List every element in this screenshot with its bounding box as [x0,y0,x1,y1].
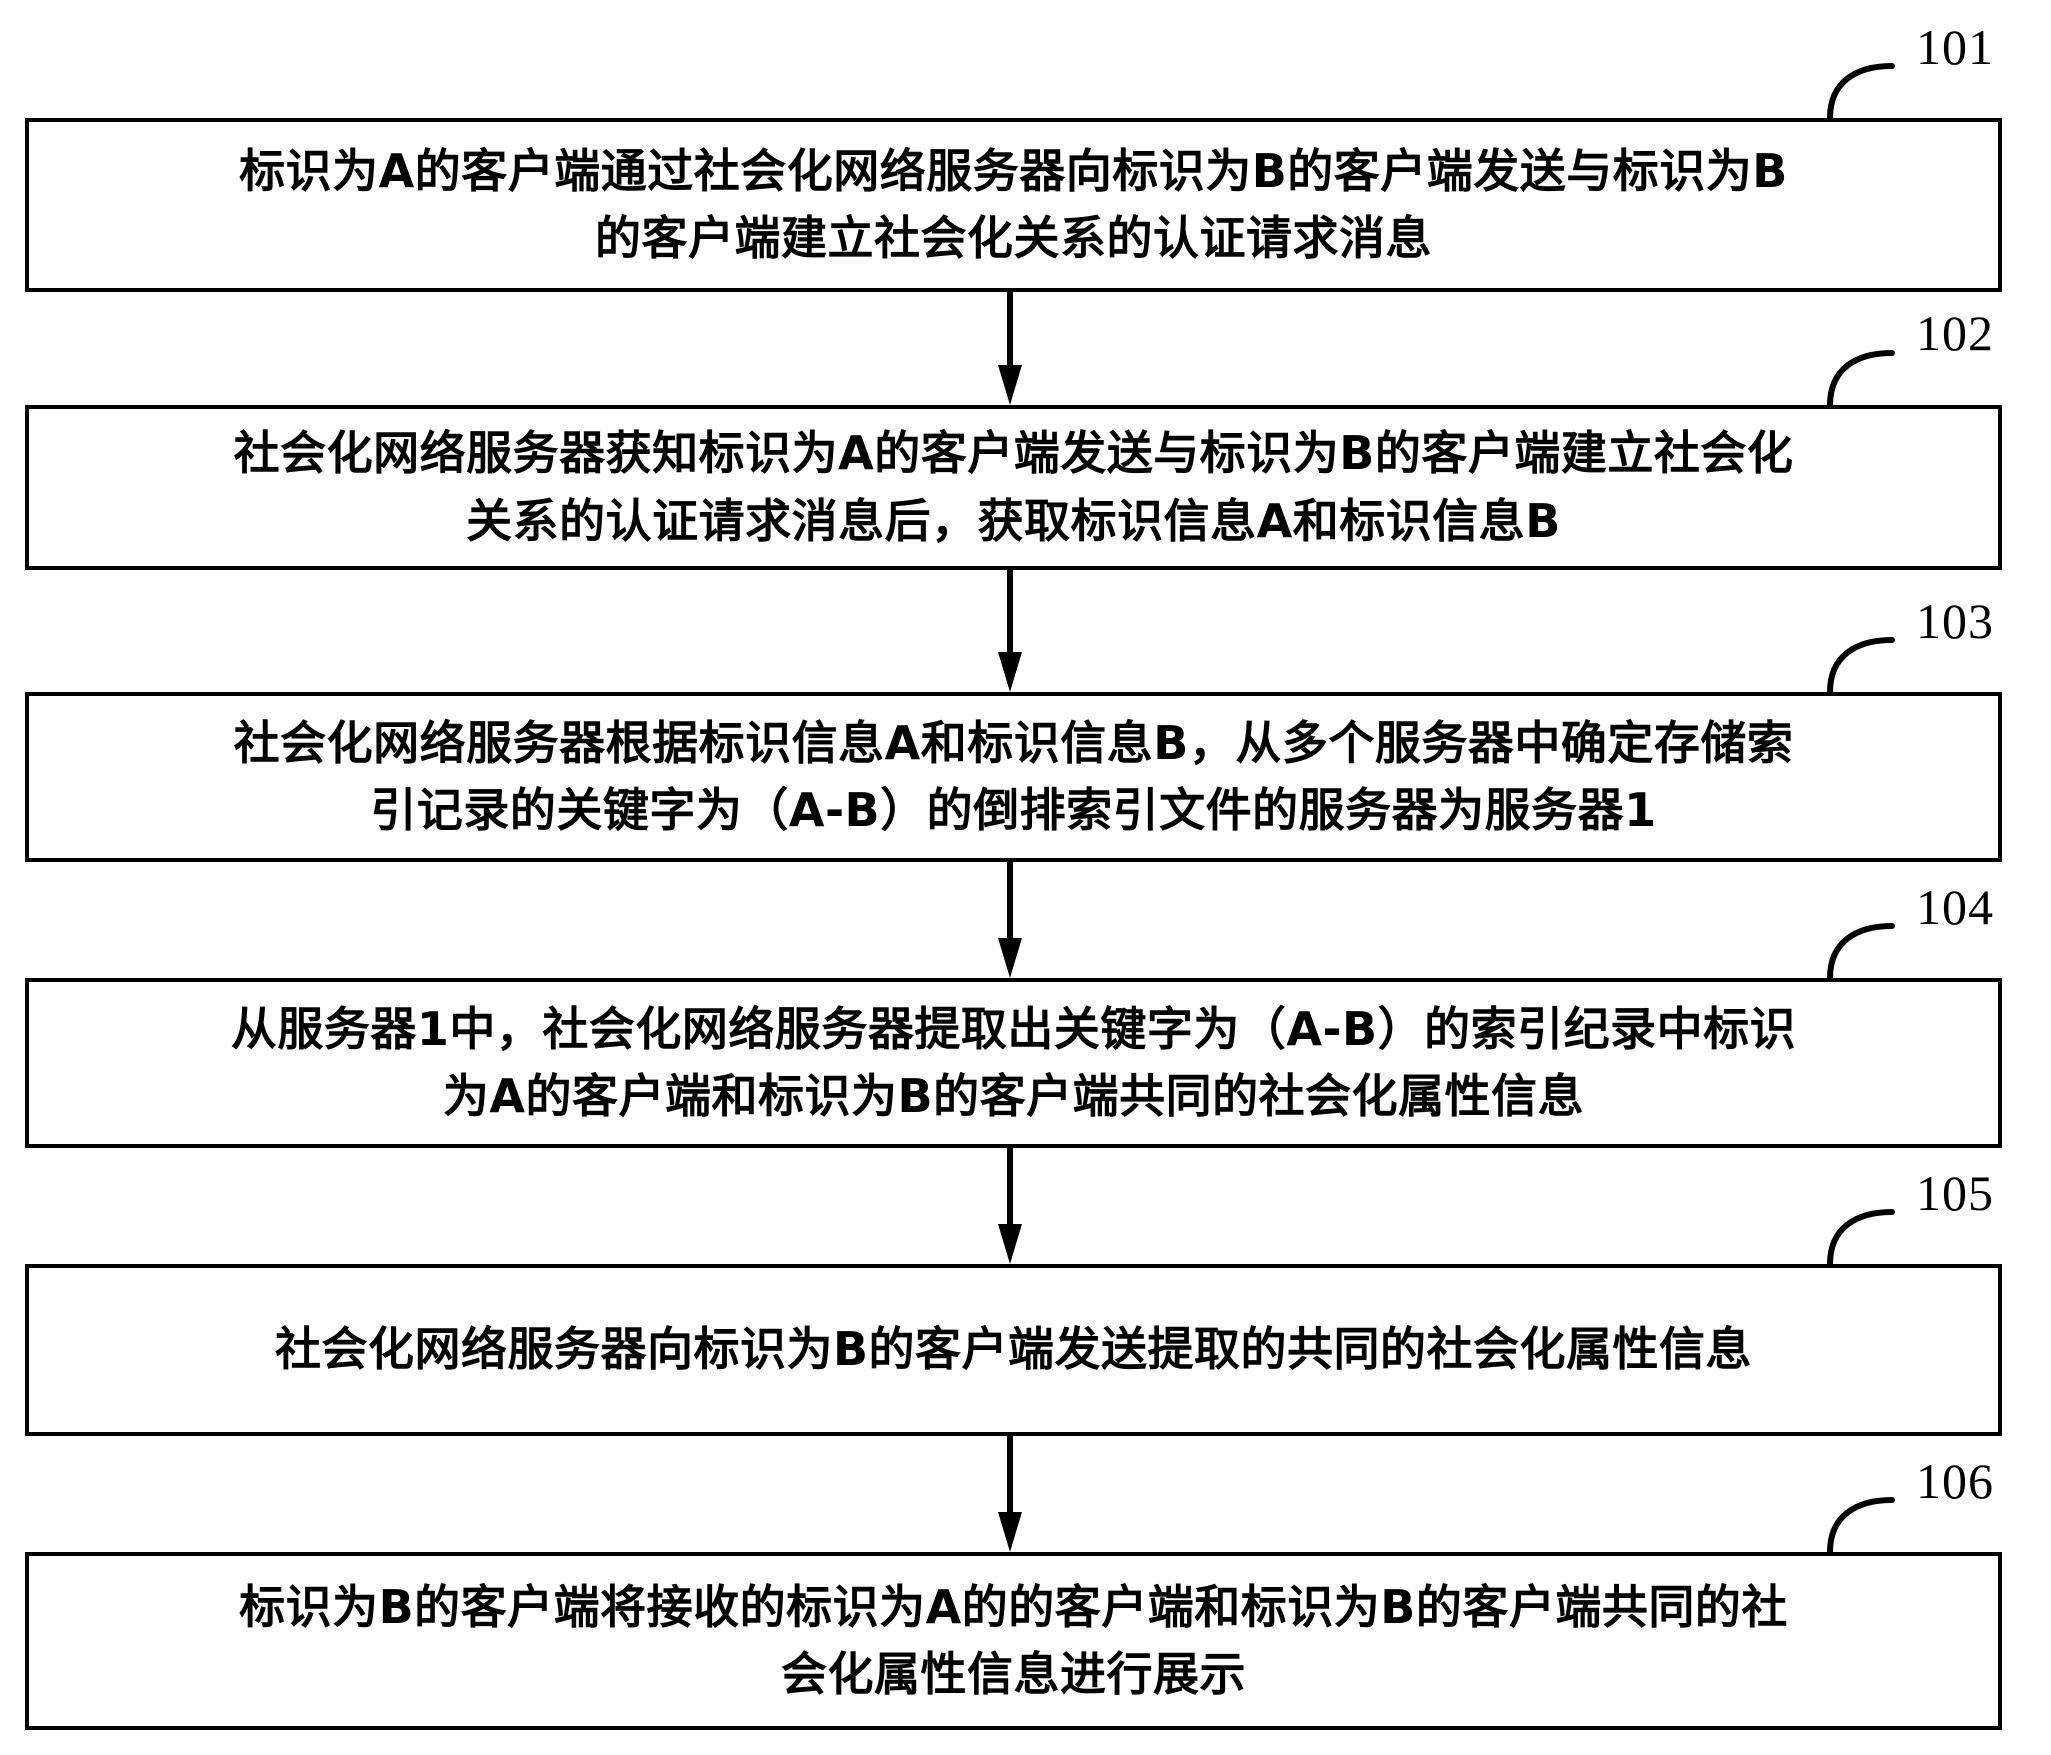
connector-shaft [1007,1148,1013,1226]
step-103-text: 社会化网络服务器根据标识信息A和标识信息B，从多个服务器中确定存储索 引记录的关… [233,715,1794,837]
flowchart-step-102: 社会化网络服务器获知标识为A的客户端发送与标识为B的客户端建立社会化 关系的认证… [25,405,2002,570]
reference-numeral-106: 106 [1916,1453,1994,1509]
connector-104-to-105 [998,1148,1022,1264]
down-arrow-icon [998,938,1022,978]
down-arrow-icon [998,652,1022,692]
step-106-text: 标识为B的客户端将接收的标识为A的的客户端和标识为B的客户端共同的社 会化属性信… [239,1579,1788,1701]
connector-105-to-106 [998,1436,1022,1552]
down-arrow-icon [998,1224,1022,1264]
flowchart-step-101: 标识为A的客户端通过社会化网络服务器向标识为B的客户端发送与标识为B 的客户端建… [25,118,2002,292]
down-arrow-icon [998,1512,1022,1552]
step-104-text: 从服务器1中，社会化网络服务器提取出关键字为（A-B）的索引纪录中标识 为A的客… [230,1001,1797,1123]
reference-numeral-103: 103 [1916,593,1994,649]
down-arrow-icon [998,365,1022,405]
leader-line-102 [1826,343,1896,408]
flowchart-step-106: 标识为B的客户端将接收的标识为A的的客户端和标识为B的客户端共同的社 会化属性信… [25,1552,2002,1730]
connector-101-to-102 [998,292,1022,405]
connector-shaft [1007,292,1013,367]
flowchart-step-105: 社会化网络服务器向标识为B的客户端发送提取的共同的社会化属性信息 [25,1264,2002,1436]
reference-numeral-105: 105 [1916,1165,1994,1221]
step-102-text: 社会化网络服务器获知标识为A的客户端发送与标识为B的客户端建立社会化 关系的认证… [233,426,1794,548]
connector-shaft [1007,1436,1013,1514]
flowchart-step-104: 从服务器1中，社会化网络服务器提取出关键字为（A-B）的索引纪录中标识 为A的客… [25,978,2002,1148]
flowchart-step-103: 社会化网络服务器根据标识信息A和标识信息B，从多个服务器中确定存储索 引记录的关… [25,692,2002,862]
reference-numeral-104: 104 [1916,879,1994,935]
reference-numeral-102: 102 [1916,305,1994,361]
leader-line-103 [1826,630,1896,695]
connector-103-to-104 [998,862,1022,978]
leader-line-105 [1826,1202,1896,1267]
leader-line-106 [1826,1490,1896,1555]
leader-line-101 [1826,56,1896,121]
step-105-text: 社会化网络服务器向标识为B的客户端发送提取的共同的社会化属性信息 [274,1322,1753,1377]
leader-line-104 [1826,916,1896,981]
step-101-text: 标识为A的客户端通过社会化网络服务器向标识为B的客户端发送与标识为B 的客户端建… [239,143,1788,265]
connector-102-to-103 [998,570,1022,692]
connector-shaft [1007,862,1013,940]
reference-numeral-101: 101 [1916,19,1994,75]
connector-shaft [1007,570,1013,654]
